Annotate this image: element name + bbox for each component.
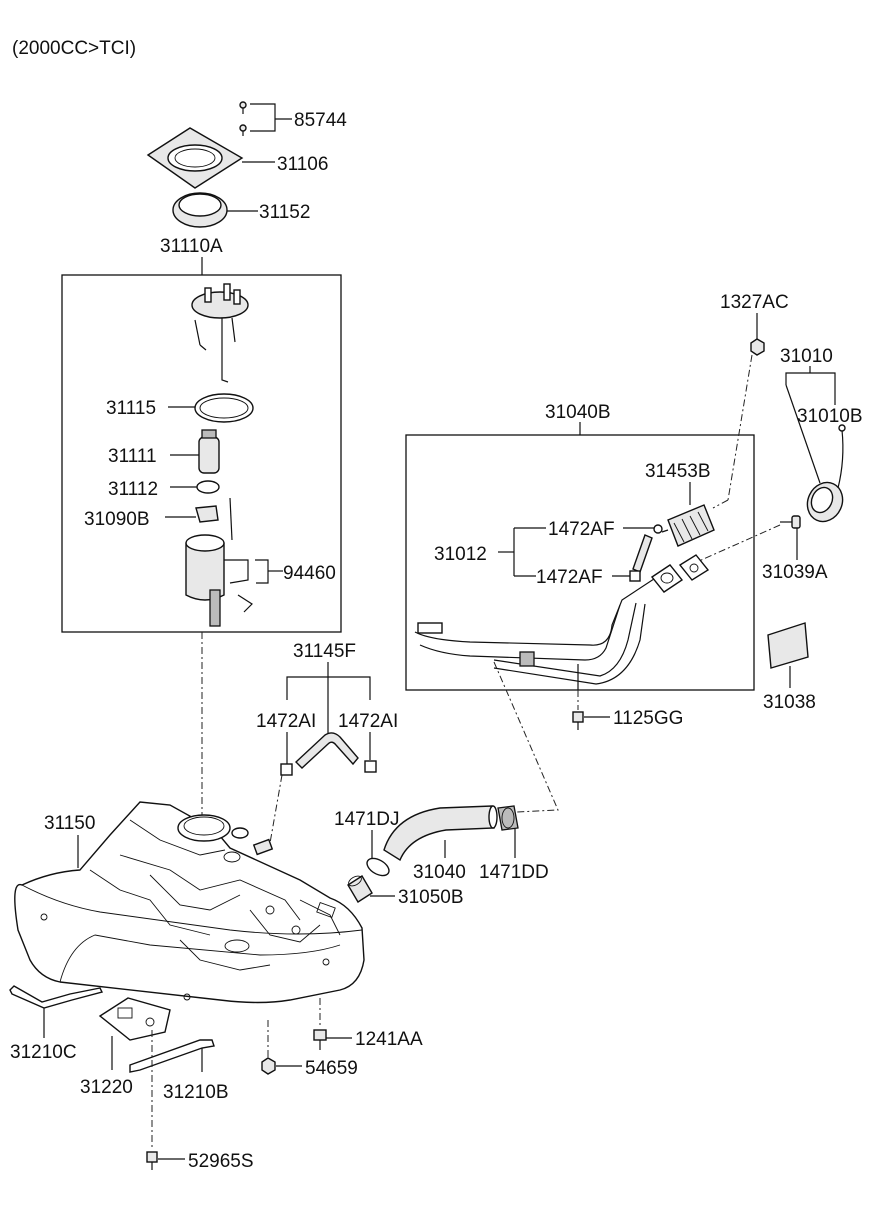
- label-31220: 31220: [80, 1077, 133, 1098]
- bolt-1241AA: [313, 1029, 352, 1050]
- filter-31453B: [661, 504, 715, 547]
- label-1472AF-upper: 1472AF: [548, 519, 615, 540]
- fuel-tank-31150: [14, 801, 365, 1004]
- label-31010: 31010: [780, 346, 833, 367]
- screw-31039A: [780, 515, 801, 560]
- label-1472AI-right: 1472AI: [338, 711, 398, 732]
- label-54659: 54659: [305, 1058, 358, 1079]
- label-31090B: 31090B: [84, 509, 150, 530]
- plate-31220: [98, 997, 171, 1070]
- label-31012: 31012: [434, 544, 487, 565]
- label-31112: 31112: [108, 479, 158, 500]
- o-ring-31112: [170, 480, 220, 494]
- label-1471DJ: 1471DJ: [334, 809, 400, 830]
- bracket-31090B: [165, 497, 233, 541]
- label-31111: 31111: [108, 446, 157, 467]
- label-31106: 31106: [277, 154, 328, 175]
- pump-flange: [191, 283, 249, 383]
- label-94460: 94460: [283, 563, 336, 584]
- label-31040: 31040: [413, 862, 466, 883]
- filler-hose-31040: [383, 805, 519, 862]
- bolt-52965S: [146, 1151, 185, 1170]
- label-1472AF-lower: 1472AF: [536, 567, 603, 588]
- clamp-1471DJ: [366, 857, 390, 877]
- label-31150: 31150: [44, 813, 95, 834]
- bolt-1125GG: [572, 711, 610, 730]
- sender-94460: [185, 534, 283, 627]
- pump-motor-31111: [170, 429, 220, 474]
- label-1471DD: 1471DD: [479, 862, 549, 883]
- label-52965S: 52965S: [188, 1151, 254, 1172]
- label-31039A: 31039A: [762, 562, 828, 583]
- screw-85744: [239, 101, 292, 136]
- vent-hose-31145F: [280, 732, 377, 776]
- label-31040B: 31040B: [545, 402, 611, 423]
- label-31115: 31115: [106, 398, 156, 419]
- variant-caption: (2000CC>TCI): [12, 38, 136, 59]
- hose-31050B: [347, 875, 395, 903]
- strap-31210B: [129, 1039, 215, 1073]
- cover-plate-31106: [146, 127, 275, 189]
- label-31050B: 31050B: [398, 887, 464, 908]
- leader-filler-to-hose: [493, 661, 559, 813]
- label-31038: 31038: [763, 692, 816, 713]
- label-31110A: 31110A: [160, 236, 223, 257]
- label-1125GG: 1125GG: [613, 708, 683, 729]
- filler-pipe-31040B: [414, 554, 710, 690]
- label-1241AA: 1241AA: [355, 1029, 423, 1050]
- nut-1327AC: [750, 338, 765, 356]
- gasket-31115: [168, 393, 254, 423]
- strap-31210C: [9, 985, 104, 1038]
- label-1327AC: 1327AC: [720, 292, 789, 313]
- label-1472AI-left: 1472AI: [256, 711, 316, 732]
- label-85744: 85744: [294, 110, 347, 131]
- label-31453B: 31453B: [645, 461, 711, 482]
- lock-ring-31152: [172, 192, 258, 228]
- vent-hose-31012: [629, 524, 663, 582]
- label-31010B: 31010B: [797, 406, 863, 427]
- leader-1327AC: [727, 354, 753, 501]
- label-31145F: 31145F: [293, 641, 356, 662]
- label-31210C: 31210C: [10, 1042, 77, 1063]
- fuel-cap-31010: [806, 424, 846, 523]
- label-31152: 31152: [259, 202, 310, 223]
- door-31038: [767, 622, 809, 669]
- label-31210B: 31210B: [163, 1082, 229, 1103]
- nut-54659: [261, 1057, 302, 1075]
